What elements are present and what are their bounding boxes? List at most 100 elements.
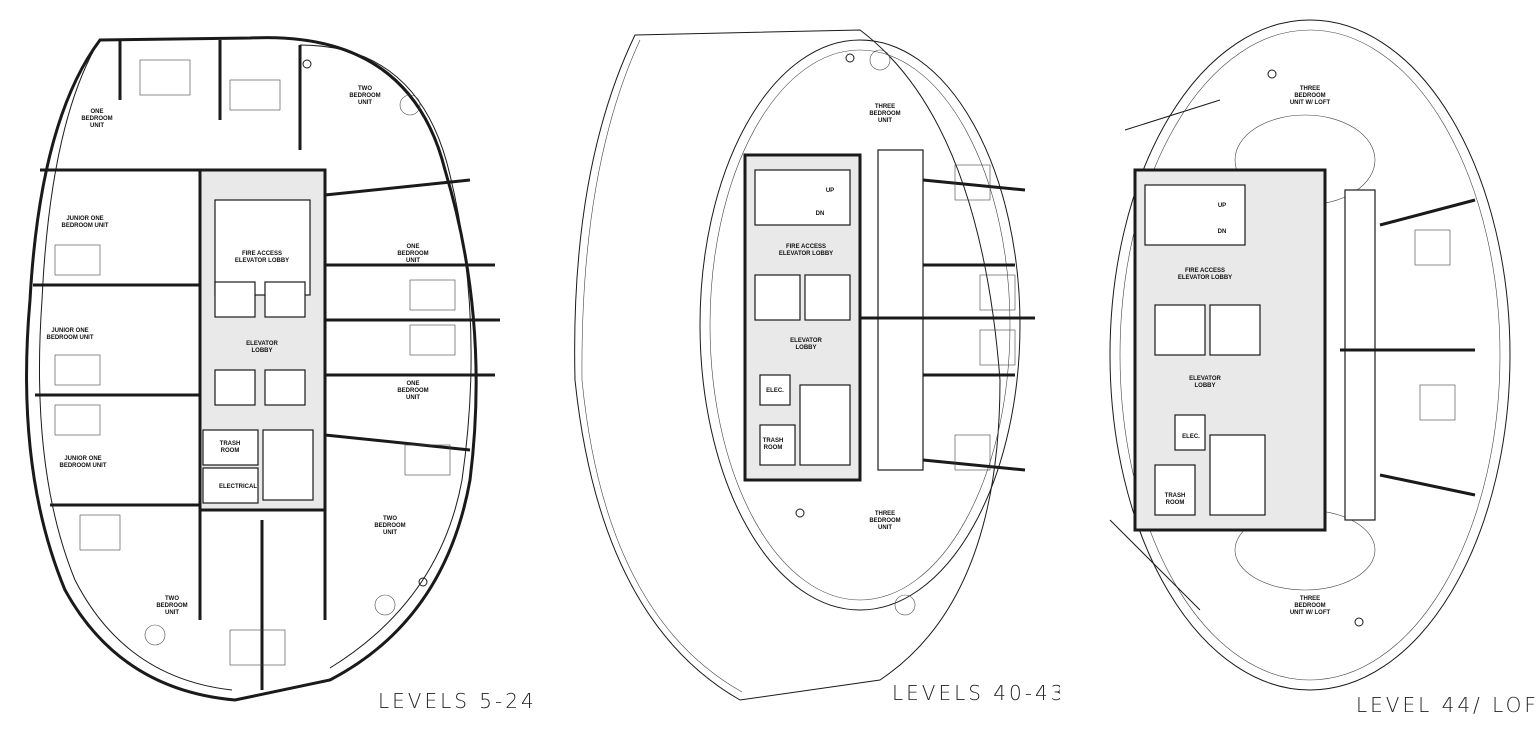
plan-linework — [869, 49, 891, 71]
room-label: THREE — [1300, 596, 1320, 602]
plan-linework — [54, 354, 101, 386]
trash-room — [202, 429, 259, 466]
plan-linework — [229, 629, 286, 666]
trash-room — [759, 424, 796, 466]
plan-linework — [795, 508, 805, 518]
tower-outline — [699, 39, 1021, 611]
room-label: LOBBY — [796, 345, 817, 351]
room-label: UNIT — [358, 100, 372, 106]
plan-linework — [374, 594, 396, 616]
room-label: ELECTRICAL — [219, 484, 257, 490]
elevator-car — [214, 281, 256, 318]
elevator-car — [264, 281, 306, 318]
room-label: TWO — [165, 596, 179, 602]
room-label: ELEVATOR — [246, 341, 278, 347]
room-label: ELEVATOR — [1189, 376, 1221, 382]
room-label: ROOM — [221, 448, 240, 454]
room-label: FIRE ACCESS — [242, 251, 282, 257]
plan-linework — [54, 404, 101, 436]
plan-linework — [409, 279, 456, 311]
room-label: LOBBY — [252, 348, 273, 354]
room-label: UNIT — [878, 118, 892, 124]
elec-room — [759, 374, 791, 406]
room-label: TRASH — [220, 441, 241, 447]
plan-title: LEVELS 40-43 — [892, 681, 1060, 705]
plan-linework — [979, 274, 1016, 311]
room-label: FIRE ACCESS — [1185, 268, 1225, 274]
plan-title: LEVELS 5-24 — [378, 689, 537, 713]
building-outline — [25, 36, 478, 702]
plan-linework — [324, 433, 471, 452]
room-label: ELEVATOR — [790, 338, 822, 344]
elevator-car — [1209, 304, 1261, 356]
plan-linework — [1354, 617, 1364, 627]
room-label: THREE — [875, 104, 895, 110]
room-label: UNIT — [406, 395, 420, 401]
terrace-wedges — [1109, 99, 1221, 611]
room-label: UNIT — [406, 258, 420, 264]
room-label: UNIT W/ LOFT — [1290, 610, 1331, 616]
plan-linework — [409, 324, 456, 356]
plan-linework — [1119, 29, 1501, 681]
room-label: BEDROOM — [349, 93, 380, 99]
plan-linework — [1419, 384, 1456, 421]
tower-outline — [1109, 19, 1511, 691]
plan-linework — [144, 624, 166, 646]
room-label: UNIT — [165, 610, 179, 616]
plan-linework — [979, 329, 1016, 366]
elevator-car — [804, 274, 851, 321]
plan-linework — [709, 49, 1011, 601]
room-label: THREE — [1300, 86, 1320, 92]
plan-linework — [954, 434, 991, 471]
plan-title: LEVEL 44/ LOFT — [1356, 693, 1536, 717]
plan-linework — [894, 594, 916, 616]
room-label: BEDROOM — [374, 523, 405, 529]
plan-linework — [54, 244, 101, 276]
stair — [754, 169, 851, 226]
room-label: BEDROOM UNIT — [60, 463, 107, 469]
room-label: BEDROOM — [1294, 93, 1325, 99]
stair-lower — [799, 384, 851, 466]
electrical-room — [202, 467, 259, 504]
room-label: ROOM — [1166, 500, 1185, 506]
room-label: UNIT — [878, 525, 892, 531]
plan-linework — [1379, 198, 1476, 227]
room-label: LOBBY — [1195, 383, 1216, 389]
room-label: BEDROOM — [156, 603, 187, 609]
plan-linework — [399, 94, 421, 116]
room-label: BEDROOM — [81, 116, 112, 122]
plan-linework — [845, 53, 855, 63]
fire-access-elevator-lobby — [214, 199, 311, 296]
balcony-edge-west — [39, 47, 233, 691]
room-label: UP — [1218, 203, 1226, 209]
plan-linework — [954, 164, 991, 201]
room-label: ROOM — [764, 445, 783, 451]
room-label: UNIT — [90, 123, 104, 129]
room-label: THREE — [875, 511, 895, 517]
plan-linework — [324, 178, 471, 197]
room-label: ELEVATOR LOBBY — [1178, 275, 1232, 281]
room-label: UP — [826, 188, 834, 194]
plan-linework — [418, 577, 428, 587]
room-label: TRASH — [1165, 493, 1186, 499]
room-label: JUNIOR ONE — [64, 456, 101, 462]
room-label: ELEC. — [1182, 434, 1200, 440]
room-label: BEDROOM — [397, 251, 428, 257]
